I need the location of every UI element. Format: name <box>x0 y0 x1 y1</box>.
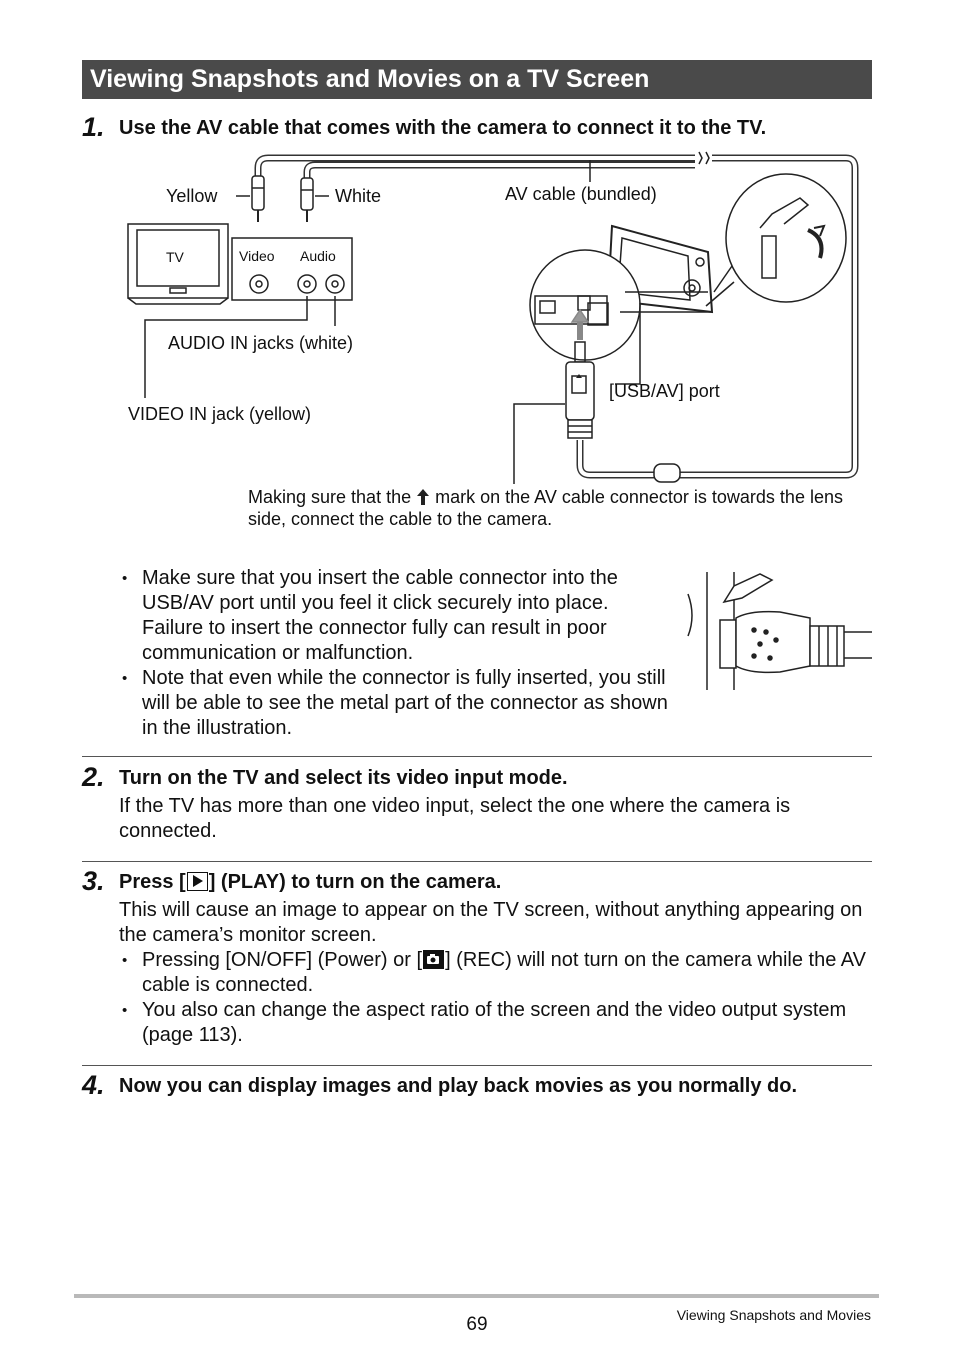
section-title: Viewing Snapshots and Movies on a TV Scr… <box>82 60 872 99</box>
step-2-title: Turn on the TV and select its video inpu… <box>119 767 568 789</box>
camera-icon <box>423 950 445 969</box>
label-audio: Audio <box>300 248 336 264</box>
label-video: Video <box>239 248 275 264</box>
step-1-bullets: Make sure that you insert the cable conn… <box>120 566 668 741</box>
step-4-title: Now you can display images and play back… <box>119 1075 797 1097</box>
step-3-number: 3. <box>82 866 105 896</box>
divider <box>82 861 872 862</box>
list-item: Pressing [ON/OFF] (Power) or [] (REC) wi… <box>120 948 872 998</box>
step-3-title: Press [] (PLAY) to turn on the camera. <box>119 871 502 893</box>
label-yellow: Yellow <box>166 186 218 206</box>
play-icon <box>186 872 208 891</box>
label-usb-av-port: [USB/AV] port <box>609 381 720 401</box>
up-arrow-mark-icon <box>417 489 430 505</box>
step-2-body: If the TV has more than one video input,… <box>119 795 791 842</box>
connection-diagram <box>127 151 859 484</box>
step-4-number: 4. <box>82 1070 105 1100</box>
step-3-bullets: Pressing [ON/OFF] (Power) or [] (REC) wi… <box>120 948 872 1048</box>
list-item: You also can change the aspect ratio of … <box>120 998 872 1048</box>
list-item: Note that even while the connector is fu… <box>120 666 668 741</box>
label-white: White <box>335 186 382 206</box>
label-tv: TV <box>166 249 184 265</box>
footer-divider <box>74 1294 879 1298</box>
diagram-caption: Making sure that the mark on the AV cabl… <box>248 487 843 529</box>
step-3-body: This will cause an image to appear on th… <box>119 899 863 946</box>
step-1-number: 1. <box>82 112 105 142</box>
label-av-cable: AV cable (bundled) <box>505 184 657 204</box>
step-1-title: Use the AV cable that comes with the cam… <box>119 117 767 139</box>
label-video-in-jack: VIDEO IN jack (yellow) <box>128 404 312 424</box>
label-audio-in-jacks: AUDIO IN jacks (white) <box>168 333 354 353</box>
list-item: Make sure that you insert the cable conn… <box>120 566 668 666</box>
step-2-number: 2. <box>82 762 105 792</box>
divider <box>82 756 872 757</box>
page-number: 69 <box>466 1314 488 1335</box>
divider <box>82 1065 872 1066</box>
connector-closeup-illustration <box>687 572 872 690</box>
footer-title: Viewing Snapshots and Movies <box>676 1307 871 1323</box>
